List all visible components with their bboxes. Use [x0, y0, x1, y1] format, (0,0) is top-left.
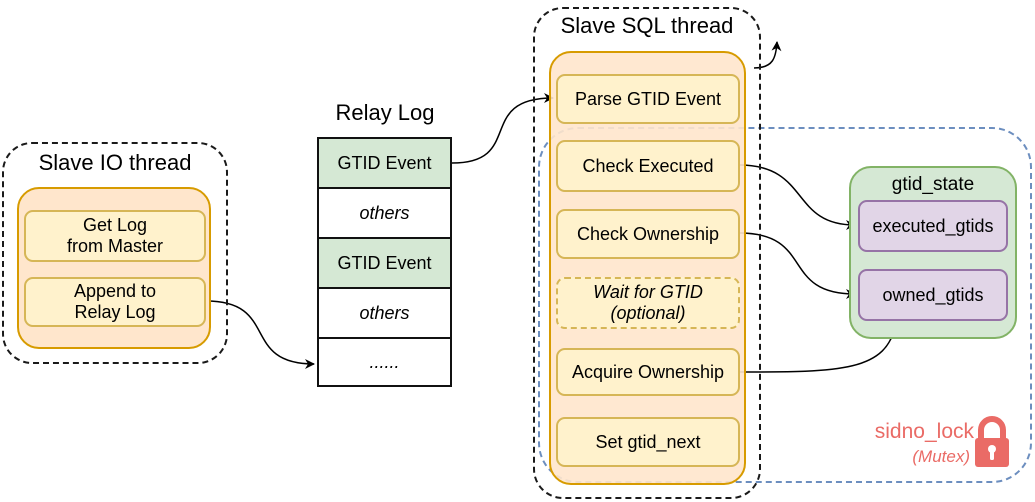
arrow-append-to-relaylog — [205, 300, 315, 369]
sql-thread-title: Slave SQL thread — [560, 13, 734, 38]
relay-log-entry[interactable]: ...... — [317, 337, 452, 387]
io-step-append-relay[interactable]: Append to Relay Log — [24, 277, 206, 327]
io-thread-group — [2, 142, 228, 364]
relay-log-entry[interactable]: others — [317, 187, 452, 239]
relay-log-title: Relay Log — [335, 100, 435, 125]
sql-step-set-gtid-next[interactable]: Set gtid_next — [556, 417, 740, 467]
sql-step-check-executed[interactable]: Check Executed — [556, 140, 740, 192]
gtid-state-executed-gtids[interactable]: executed_gtids — [858, 200, 1008, 252]
sql-thread-group — [533, 7, 761, 499]
relay-log-entry[interactable]: GTID Event — [317, 137, 452, 189]
arrow-check-executed — [738, 164, 856, 230]
sql-step-acquire-ownership[interactable]: Acquire Ownership — [556, 348, 740, 396]
sql-step-check-ownership[interactable]: Check Ownership — [556, 209, 740, 259]
gtid-state-owned-gtids[interactable]: owned_gtids — [858, 269, 1008, 321]
relay-log-entry[interactable]: GTID Event — [317, 237, 452, 289]
mutex-region — [538, 127, 1032, 483]
lock-icon — [975, 416, 1009, 467]
sql-step-wait-gtid[interactable]: Wait for GTID (optional) — [556, 277, 740, 329]
io-step-get-log[interactable]: Get Log from Master — [24, 210, 206, 262]
sql-step-parse-gtid[interactable]: Parse GTID Event — [556, 74, 740, 124]
arrow-check-ownership — [738, 232, 856, 299]
io-thread-title: Slave IO thread — [38, 150, 192, 175]
mutex-name: sidno_lock — [874, 420, 974, 443]
mutex-type: (Mutex) — [912, 447, 970, 466]
relay-log-table: GTID Event others GTID Event others ....… — [317, 137, 452, 387]
gtid-state-title: gtid_state — [891, 174, 975, 195]
relay-log-entry[interactable]: others — [317, 287, 452, 339]
arrow-thread-to-top — [753, 41, 782, 69]
arrow-gtid-event-to-parse — [451, 93, 554, 164]
